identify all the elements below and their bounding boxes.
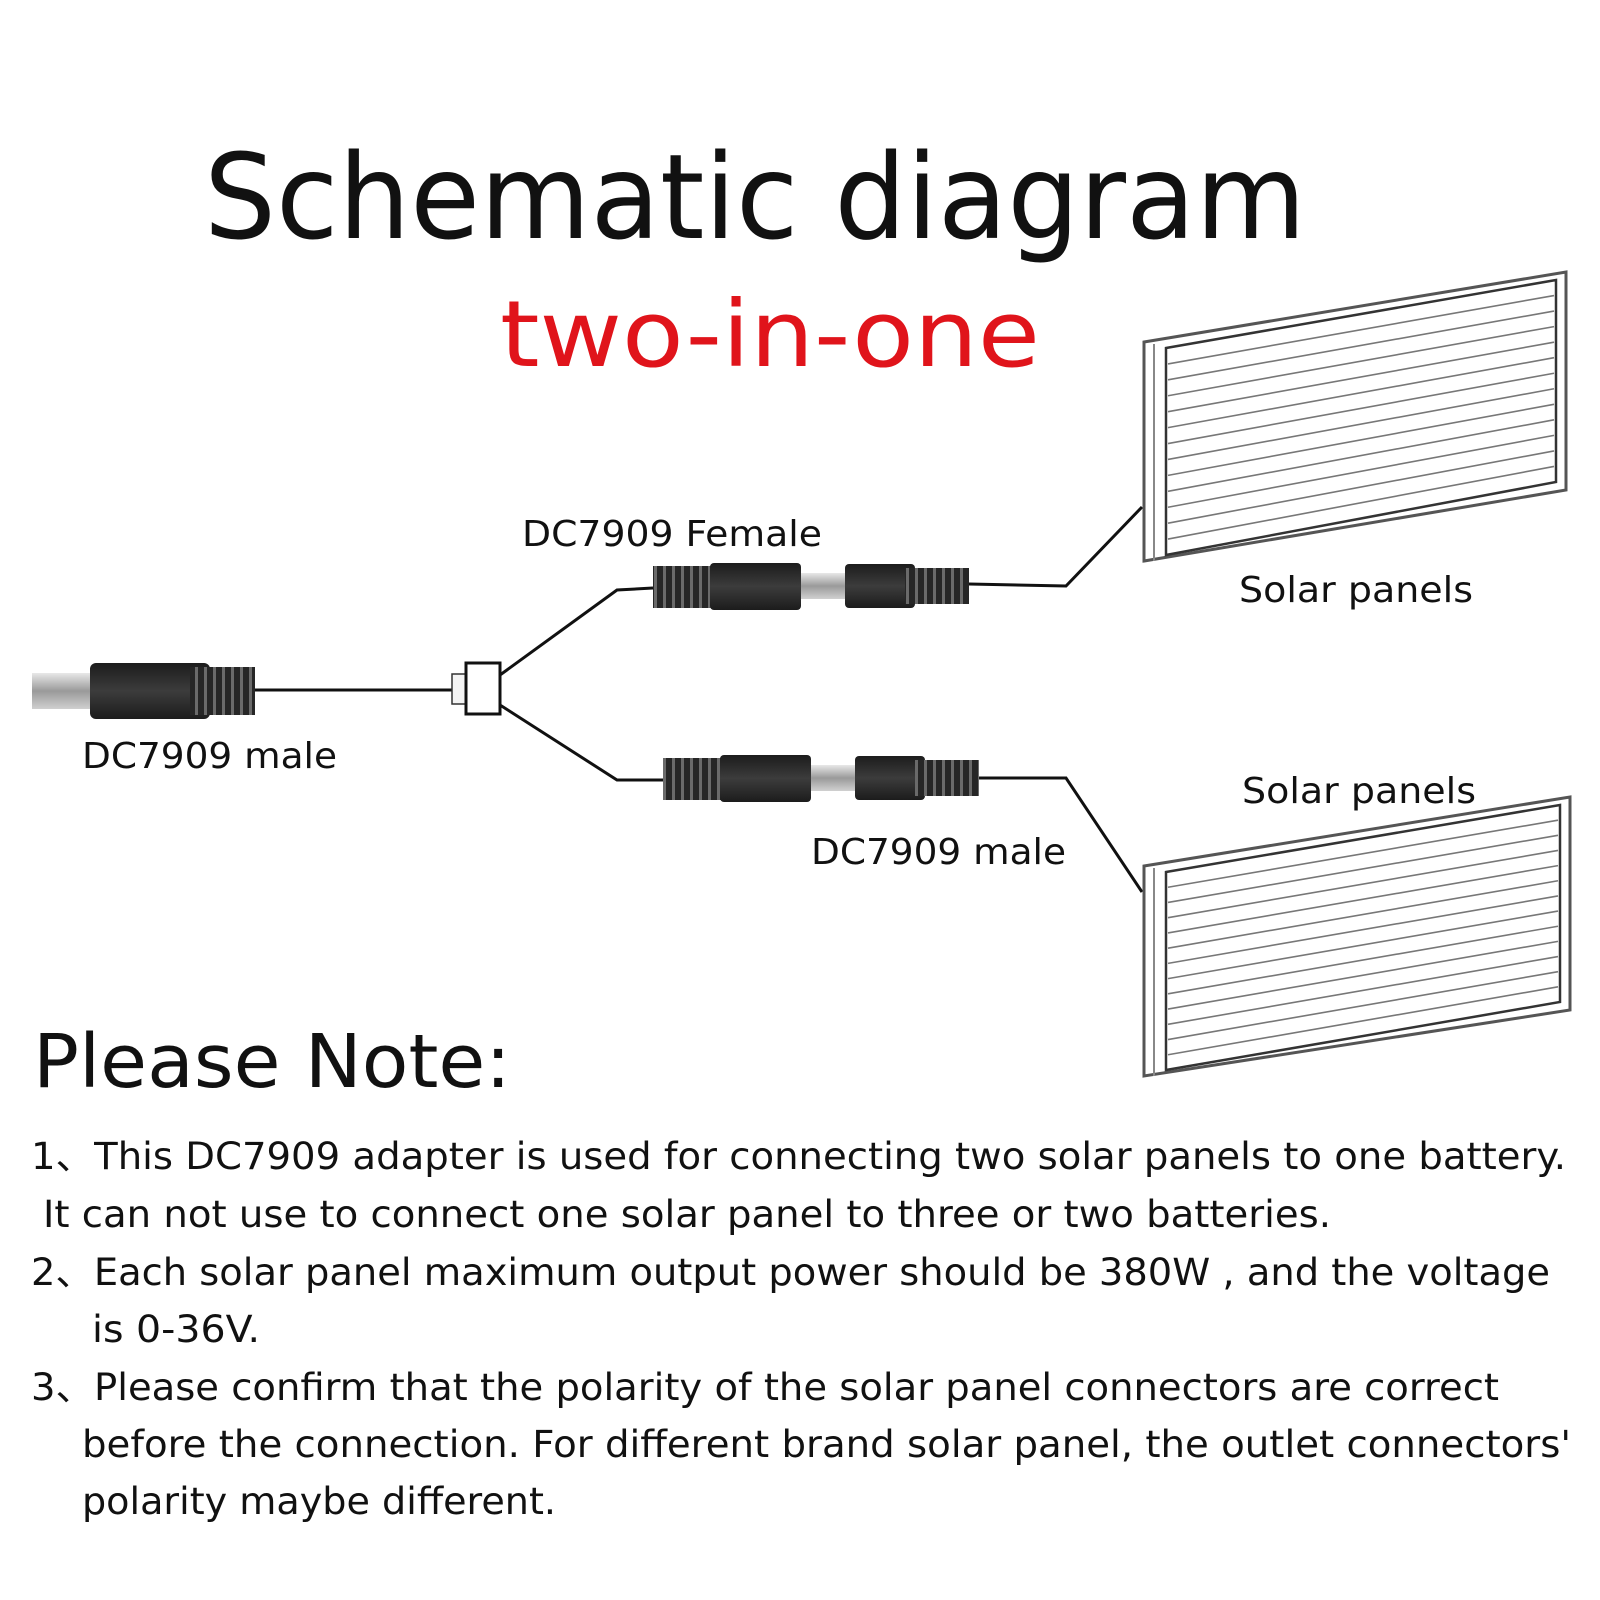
panel-cell-line: [1167, 310, 1555, 381]
panel-cell-line: [1167, 434, 1555, 509]
connector-tip: [32, 673, 92, 709]
label-input-male: DC7909 male: [82, 736, 337, 777]
panel-inner-frame: [1164, 278, 1558, 557]
panel-cell-line: [1167, 465, 1555, 540]
input-male-connector: [32, 663, 255, 719]
panel-cell-line: [1167, 356, 1555, 429]
lower-male-connector: [811, 756, 979, 800]
panel-cell-line: [1167, 940, 1559, 1010]
upper-female-connector: [653, 563, 801, 610]
panel-cell-line: [1167, 955, 1559, 1026]
panel-cell-line: [1167, 450, 1555, 524]
panel-cell-line: [1167, 970, 1559, 1041]
label-female: DC7909 Female: [522, 514, 822, 555]
solar-panel-top: [1142, 270, 1568, 563]
panel-cell-line: [1167, 387, 1555, 461]
note-line: before the connection. For different bra…: [82, 1423, 1571, 1466]
label-solar-top: Solar panels: [1239, 570, 1473, 611]
panel-cell-line: [1167, 372, 1555, 445]
cables: [255, 505, 1144, 893]
panel-cell-line: [1167, 403, 1555, 477]
panel-cell-line: [1167, 834, 1559, 904]
panel-cell-line: [1167, 849, 1559, 919]
panel-cell-line: [1167, 879, 1559, 949]
panel-cell-line: [1167, 325, 1555, 397]
note-line: polarity maybe different.: [82, 1480, 556, 1523]
panel-cell-line: [1167, 819, 1559, 889]
solar-panel-bottom: [1142, 795, 1572, 1078]
lower-female-connector: [663, 755, 811, 802]
note-line: is 0-36V.: [92, 1308, 260, 1351]
panel-cell-line: [1167, 986, 1559, 1056]
panel-cell-line: [1167, 864, 1559, 934]
subtitle: two-in-one: [500, 281, 1040, 388]
panel-cell-line: [1167, 910, 1559, 980]
panel-inner-frame: [1164, 803, 1562, 1072]
note-line: It can not use to connect one solar pane…: [43, 1193, 1331, 1236]
y-splitter: [451, 661, 502, 716]
panel-cell-line: [1167, 341, 1555, 413]
panel-cell-line: [1167, 895, 1559, 965]
note-line: 3、Please confirm that the polarity of th…: [31, 1366, 1499, 1409]
panel-cell-line: [1167, 419, 1555, 493]
note-heading: Please Note:: [33, 1019, 511, 1105]
note-line: 1、This DC7909 adapter is used for connec…: [31, 1135, 1566, 1178]
label-output-male: DC7909 male: [811, 832, 1066, 873]
upper-male-connector: [801, 564, 969, 608]
panel-cell-line: [1167, 294, 1555, 365]
panel-cell-line: [1167, 925, 1559, 995]
title: Schematic diagram: [204, 128, 1306, 266]
note-line: 2、Each solar panel maximum output power …: [31, 1251, 1550, 1294]
panel-frame: [1142, 270, 1568, 563]
label-solar-bottom: Solar panels: [1242, 771, 1476, 812]
